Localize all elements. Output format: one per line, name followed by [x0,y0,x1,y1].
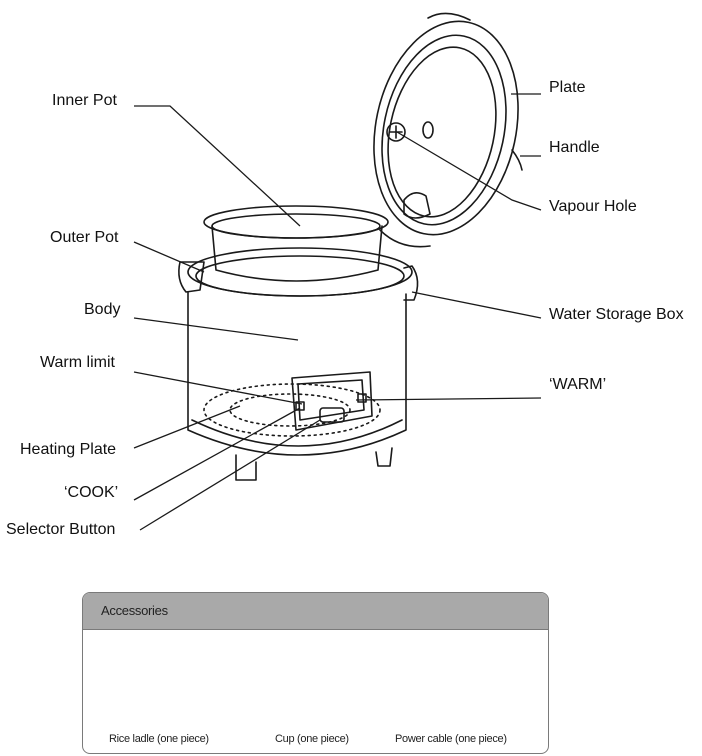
outer-pot-drawing [178,247,419,301]
accessory-rice-ladle-label: Rice ladle (one piece) [109,733,209,745]
control-panel-drawing [291,371,373,431]
selector-button-label: Selector Button [6,521,116,538]
accessory-power-cable-label: Power cable (one piece) [395,733,507,745]
body-label: Body [84,301,121,318]
lid-drawing [373,12,523,248]
warm-label: ‘WARM’ [549,376,607,393]
inner-pot-drawing [203,205,389,282]
handle-label: Handle [549,139,600,156]
outer-pot-label: Outer Pot [50,229,119,246]
body-drawing [187,291,407,481]
inner-pot-label: Inner Pot [52,92,117,109]
plate-label: Plate [549,79,586,96]
accessory-cup-label: Cup (one piece) [275,733,349,745]
accessories-header [83,593,548,630]
heating-plate-label: Heating Plate [20,441,117,458]
warm-limit-label: Warm limit [40,354,115,371]
accessories-title: Accessories [101,603,168,618]
vapour-hole-label: Vapour Hole [549,198,637,215]
cook-label: ‘COOK’ [64,484,119,501]
accessories-panel: Accessories Rice ladle (one piece) Cup (… [82,592,549,754]
water-storage-box-label: Water Storage Box [549,306,684,323]
